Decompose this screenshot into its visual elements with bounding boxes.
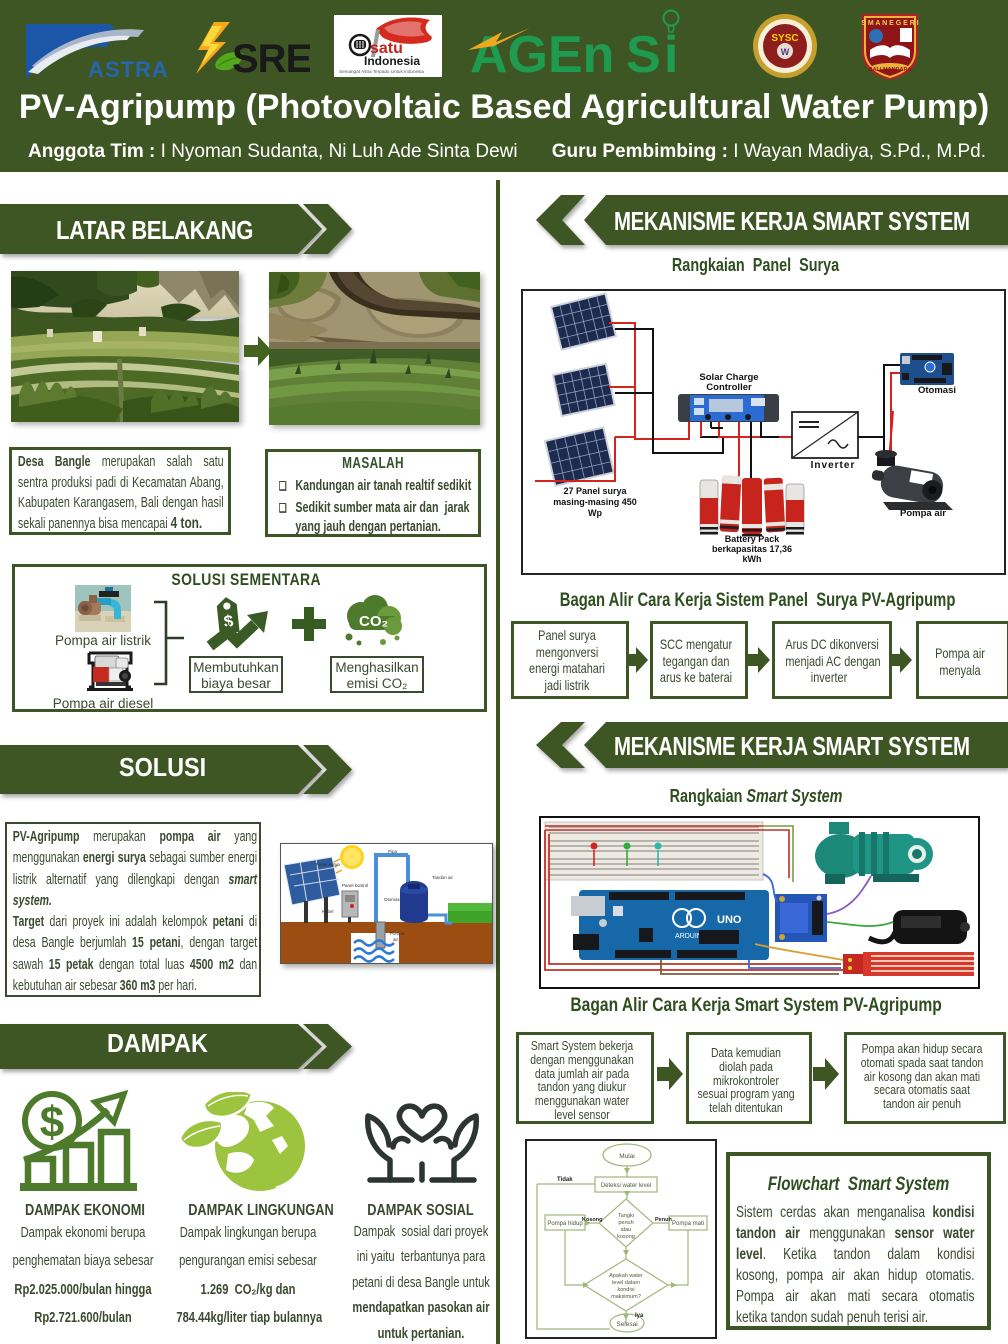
svg-text:kWh: kWh bbox=[743, 554, 762, 564]
svg-text:kondisi: kondisi bbox=[617, 1287, 634, 1293]
svg-text:SRE: SRE bbox=[232, 37, 310, 81]
svg-text:Inverter: Inverter bbox=[811, 460, 856, 471]
svg-text:Pompa mati: Pompa mati bbox=[672, 1221, 704, 1227]
svg-text:S: S bbox=[626, 26, 661, 84]
svg-text:Solar Charge: Solar Charge bbox=[699, 372, 758, 383]
svg-text:ARDUINO: ARDUINO bbox=[675, 933, 708, 940]
svg-text:S M A N E G E R I: S M A N E G E R I bbox=[861, 20, 918, 27]
svg-text:Pipa: Pipa bbox=[388, 849, 398, 854]
svg-text:Battery Pack: Battery Pack bbox=[725, 534, 781, 544]
svg-text:kosong: kosong bbox=[617, 1234, 635, 1240]
svg-text:Apakah water: Apakah water bbox=[609, 1273, 643, 1279]
svg-text:CO₂: CO₂ bbox=[359, 613, 388, 630]
svg-text:$: $ bbox=[40, 1098, 64, 1147]
svg-text:27 Panel surya: 27 Panel surya bbox=[563, 486, 627, 496]
svg-text:Controller: Controller bbox=[706, 382, 752, 393]
svg-text:maksimum?: maksimum? bbox=[611, 1294, 641, 1300]
svg-text:Kosong: Kosong bbox=[582, 1217, 602, 1223]
svg-text:Mulai: Mulai bbox=[619, 1153, 635, 1160]
svg-text:atau: atau bbox=[621, 1227, 632, 1233]
svg-text:masing-masing 450: masing-masing 450 bbox=[553, 497, 637, 507]
svg-text:BALI MANDARA: BALI MANDARA bbox=[869, 67, 912, 73]
svg-text:Pompa air: Pompa air bbox=[900, 508, 946, 519]
svg-text:berkapasitas 17,36: berkapasitas 17,36 bbox=[712, 544, 792, 554]
svg-text:W: W bbox=[781, 47, 790, 57]
svg-text:satu: satu bbox=[370, 40, 403, 57]
svg-text:Tidak: Tidak bbox=[557, 1177, 573, 1183]
svg-text:ASTRA: ASTRA bbox=[88, 57, 169, 80]
svg-text:Penuh: Penuh bbox=[655, 1217, 672, 1223]
svg-text:air: air bbox=[393, 937, 399, 942]
svg-text:Panel surya: Panel surya bbox=[316, 862, 340, 867]
svg-text:Pompa hidup: Pompa hidup bbox=[547, 1221, 583, 1227]
svg-text:Selesai: Selesai bbox=[616, 1321, 637, 1328]
svg-text:SYSC: SYSC bbox=[771, 33, 798, 44]
svg-text:UNO: UNO bbox=[717, 914, 742, 926]
svg-text:Otomasi: Otomasi bbox=[384, 897, 401, 902]
svg-text:Pompa: Pompa bbox=[390, 931, 405, 936]
svg-text:AGEn: AGEn bbox=[470, 26, 614, 84]
svg-text:level dalam: level dalam bbox=[612, 1280, 640, 1286]
svg-text:Tangki: Tangki bbox=[618, 1213, 634, 1219]
svg-text:penuh: penuh bbox=[618, 1220, 633, 1226]
svg-text:i: i bbox=[664, 26, 678, 84]
svg-text:Semangat Astra Terpadu Untuk I: Semangat Astra Terpadu Untuk Indonesia bbox=[339, 69, 424, 74]
svg-text:$: $ bbox=[223, 611, 235, 631]
svg-text:Kabel: Kabel bbox=[322, 909, 334, 914]
svg-text:Otomasi: Otomasi bbox=[918, 385, 956, 396]
svg-text:Panel kontrol: Panel kontrol bbox=[342, 883, 368, 888]
svg-text:Iya: Iya bbox=[635, 1313, 644, 1319]
svg-text:Tandon air: Tandon air bbox=[432, 875, 454, 880]
svg-text:Indonesia: Indonesia bbox=[364, 54, 420, 68]
svg-text:Wp: Wp bbox=[588, 508, 602, 518]
svg-text:Deteksi water level: Deteksi water level bbox=[601, 1183, 651, 1189]
